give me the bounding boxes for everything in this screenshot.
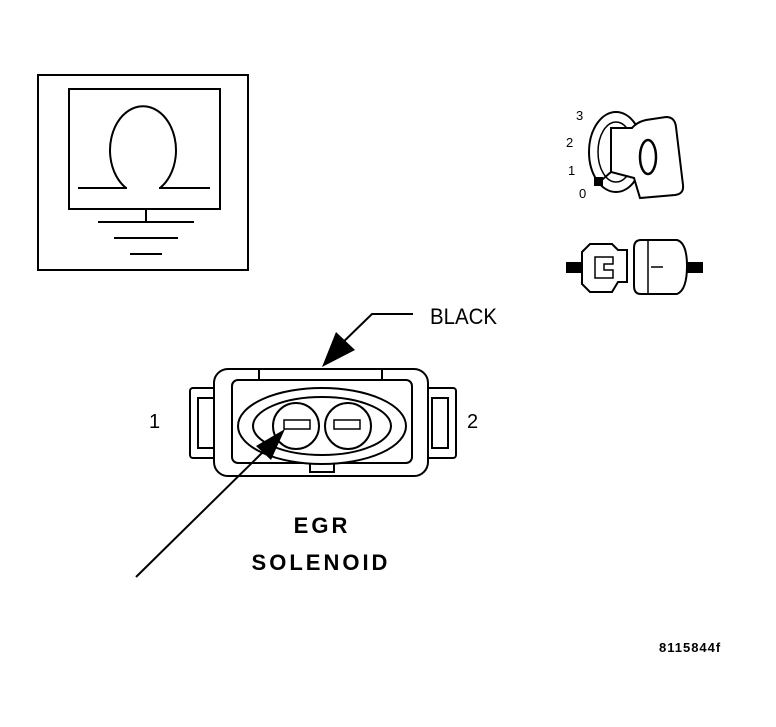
key-position-2: 2 (566, 135, 573, 150)
figure-id: 8115844f (659, 640, 721, 655)
key-position-3: 3 (576, 108, 583, 123)
ignition-key-off-icon: 3 2 1 0 (566, 108, 685, 201)
black-wire-callout (322, 313, 413, 367)
egr-solenoid-connector (189, 368, 457, 477)
connector-name-line2: SOLENOID (252, 550, 391, 575)
connector-color-label: BLACK (430, 304, 497, 329)
pin-2-label: 2 (467, 411, 478, 433)
key-position-0: 0 (579, 186, 586, 201)
connector-name-line1: EGR (294, 513, 351, 538)
ohmmeter-ground-icon (37, 74, 249, 271)
connector-disconnected-icon (566, 239, 703, 295)
pin-1-probe-arrow (135, 429, 285, 578)
key-position-1: 1 (568, 163, 575, 178)
pin-1-label: 1 (149, 411, 160, 433)
